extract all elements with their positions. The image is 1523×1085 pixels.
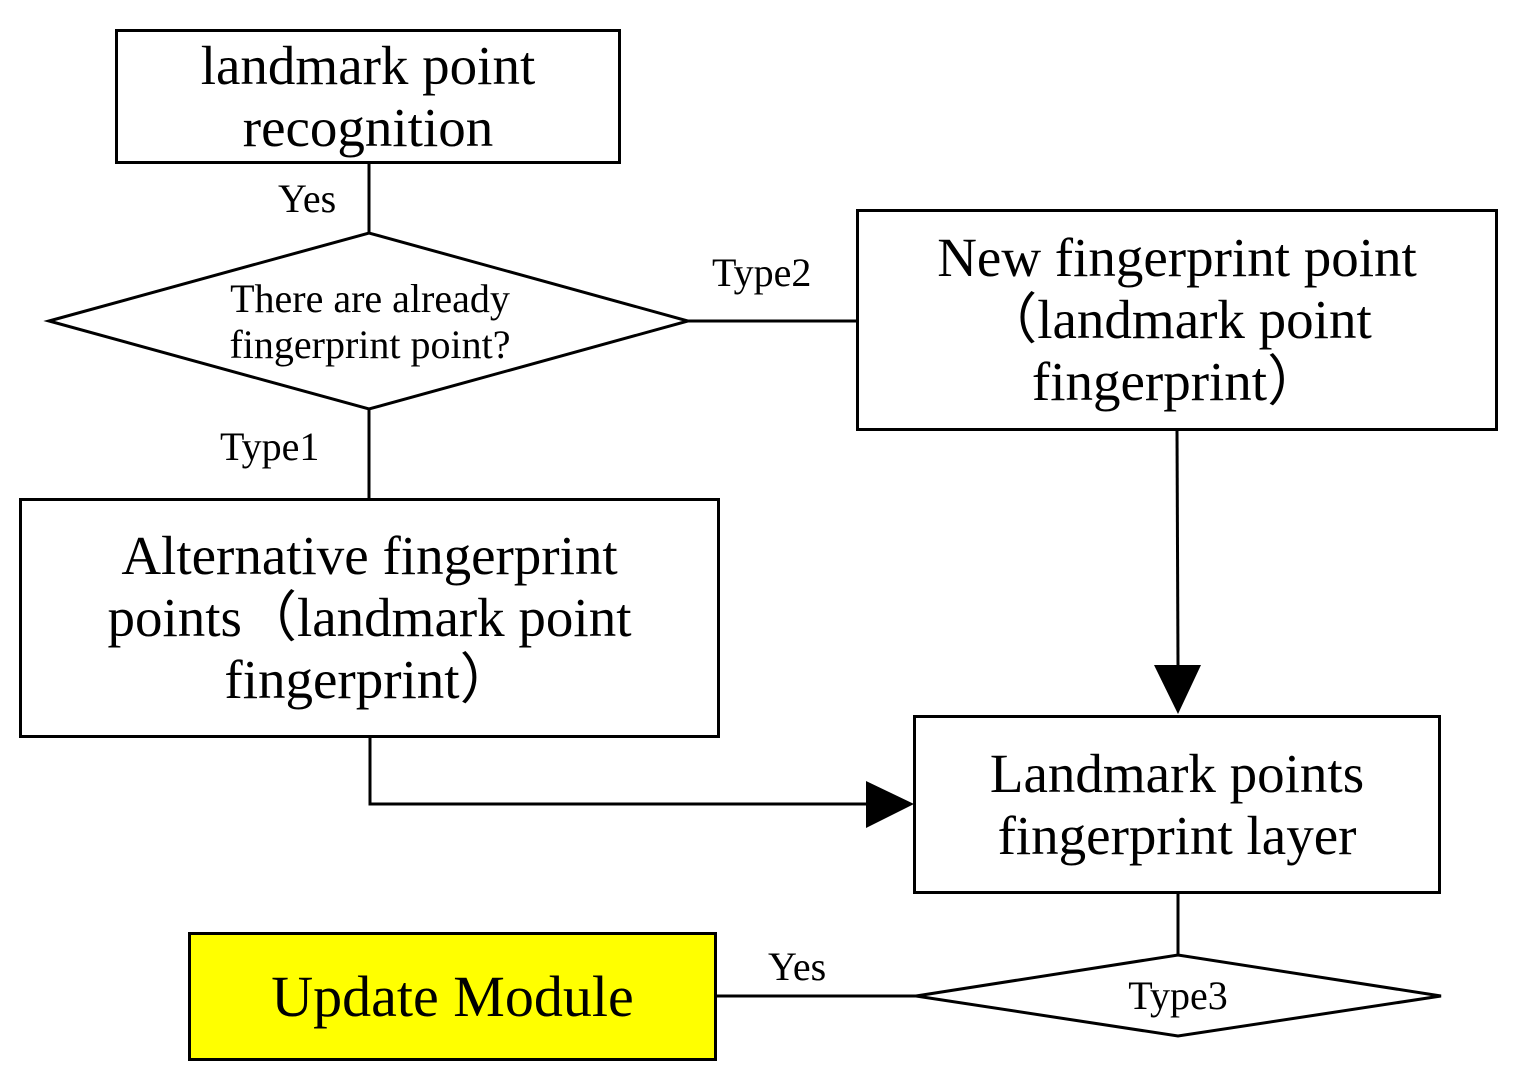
new-point-box: New fingerprint point （landmark point fi… xyxy=(856,209,1498,431)
edge-alternative-to-layer xyxy=(368,737,866,806)
update-module-box: Update Module xyxy=(188,932,717,1061)
layer-box: Landmark points fingerprint layer xyxy=(913,715,1441,894)
type3-diamond xyxy=(915,953,1442,1038)
alternative-line-3: fingerprint） xyxy=(224,649,515,710)
recognition-line-1: landmark point xyxy=(200,34,536,96)
alternative-box: Alternative fingerprint points（landmark … xyxy=(19,498,720,738)
decision-line-1: There are already xyxy=(230,276,510,321)
update-module-label: Update Module xyxy=(271,963,634,1029)
type3-text: Type3 xyxy=(1078,972,1278,1020)
layer-line-1: Landmark points xyxy=(989,742,1365,804)
decision-text: There are already fingerprint point? xyxy=(160,274,580,370)
layer-line-2: fingerprint layer xyxy=(997,804,1357,866)
arrowhead-down xyxy=(1154,665,1201,714)
edge-label-yes-bottom: Yes xyxy=(768,944,827,989)
alternative-line-1: Alternative fingerprint xyxy=(121,525,618,586)
recognition-line-2: recognition xyxy=(242,96,494,158)
decision-line-2: fingerprint point? xyxy=(229,322,511,367)
arrowhead-right xyxy=(866,781,914,828)
new-point-line-1: New fingerprint point xyxy=(937,227,1417,288)
edge-label-type1: Type1 xyxy=(220,424,320,469)
alternative-line-2: points（landmark point xyxy=(107,587,632,648)
edge-new-point-to-layer xyxy=(1175,429,1180,666)
new-point-line-2: （landmark point xyxy=(982,289,1372,350)
type3-label: Type3 xyxy=(1128,973,1228,1018)
edge-label-yes-top: Yes xyxy=(278,176,337,221)
new-point-line-3: fingerprint） xyxy=(1031,351,1323,412)
edge-label-type2: Type2 xyxy=(712,250,812,295)
recognition-box: landmark point recognition xyxy=(115,29,621,164)
